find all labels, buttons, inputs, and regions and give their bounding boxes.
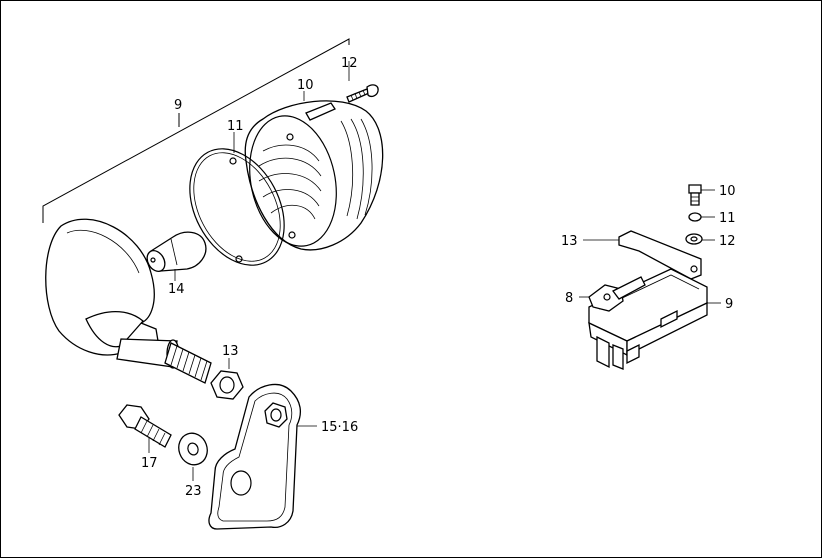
label-9: 9 [174, 98, 182, 113]
label-13: 13 [222, 344, 239, 359]
label-9-right: 9 [725, 297, 733, 312]
label-8-right: 8 [565, 291, 573, 306]
washer-23 [178, 432, 208, 481]
lens-10 [244, 91, 384, 251]
label-10: 10 [297, 78, 314, 93]
bulb-14 [146, 231, 207, 281]
label-13-right: 13 [561, 234, 578, 249]
label-23: 23 [185, 484, 202, 499]
label-14: 14 [168, 282, 185, 297]
label-17: 17 [141, 456, 158, 471]
label-12: 12 [341, 56, 358, 71]
screw-10-right [688, 184, 715, 206]
stay-13-right [583, 230, 702, 280]
label-15-16: 15·16 [321, 420, 358, 435]
label-12-right: 12 [719, 234, 736, 249]
bolt-17 [118, 404, 172, 453]
bracket-8-right [579, 276, 646, 312]
washer-12-right [685, 233, 715, 245]
label-11-right: 11 [719, 211, 736, 226]
housing-body [45, 218, 212, 384]
gasket-11 [189, 132, 285, 266]
bracket-15-16 [208, 383, 317, 530]
lock-washer-11-right [688, 212, 715, 222]
label-10-right: 10 [719, 184, 736, 199]
label-11: 11 [227, 119, 244, 134]
screw-12 [346, 61, 379, 103]
relay-9-right [588, 268, 721, 370]
assembly-bracket-9 [42, 38, 350, 223]
nut-13 [210, 358, 244, 400]
